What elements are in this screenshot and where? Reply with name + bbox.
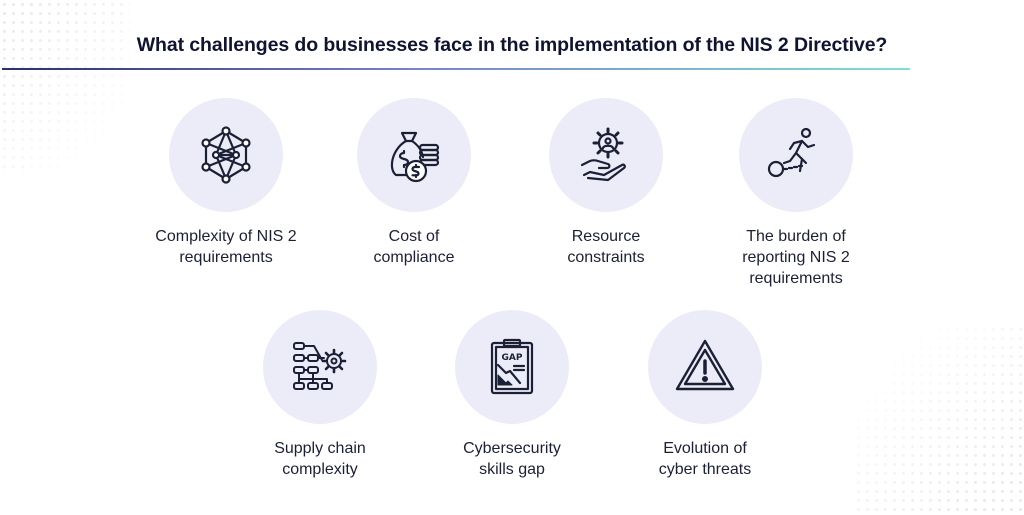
challenge-label: Complexity of NIS 2 requirements	[155, 228, 297, 266]
challenge-complexity: Complexity of NIS 2 requirements	[136, 98, 316, 268]
challenge-cyber-threats: Evolution of cyber threats	[615, 310, 795, 480]
challenge-label: Resource constraints	[567, 228, 645, 266]
svg-text:GAP: GAP	[502, 353, 523, 363]
icon-circle	[549, 98, 663, 212]
challenge-cost: Cost of compliance	[324, 98, 504, 268]
warning-triangle-icon	[675, 339, 735, 391]
icon-circle	[263, 310, 377, 424]
dot-pattern-bottom-right	[854, 325, 1024, 515]
hand-gear-icon	[580, 127, 626, 182]
ball-and-chain-runner-icon	[767, 127, 816, 178]
icon-circle	[739, 98, 853, 212]
network-icon	[201, 126, 251, 184]
challenge-label: Supply chain complexity	[274, 440, 366, 478]
challenge-label: Evolution of cyber threats	[658, 440, 752, 478]
challenge-reporting: The burden of reporting NIS 2 requiremen…	[706, 98, 886, 289]
icon-circle	[169, 98, 283, 212]
gap-clipboard-icon: GAP	[490, 338, 534, 395]
icon-circle	[648, 310, 762, 424]
dot-pattern-top-left	[0, 0, 130, 175]
challenge-label: Cost of compliance	[373, 228, 455, 266]
flowchart-gear-icon	[293, 342, 347, 390]
challenge-resources: Resource constraints	[516, 98, 696, 268]
challenge-label: Cybersecurity skills gap	[463, 440, 561, 478]
icon-circle	[357, 98, 471, 212]
money-bag-coins-icon	[390, 131, 440, 183]
challenge-supply-chain: Supply chain complexity	[230, 310, 410, 480]
challenge-label: The burden of reporting NIS 2 requiremen…	[742, 228, 850, 287]
icon-circle: GAP	[455, 310, 569, 424]
title-divider	[2, 68, 910, 70]
challenge-skills-gap: GAP Cybersecurity skills gap	[422, 310, 602, 480]
page-title: What challenges do businesses face in th…	[136, 34, 888, 56]
